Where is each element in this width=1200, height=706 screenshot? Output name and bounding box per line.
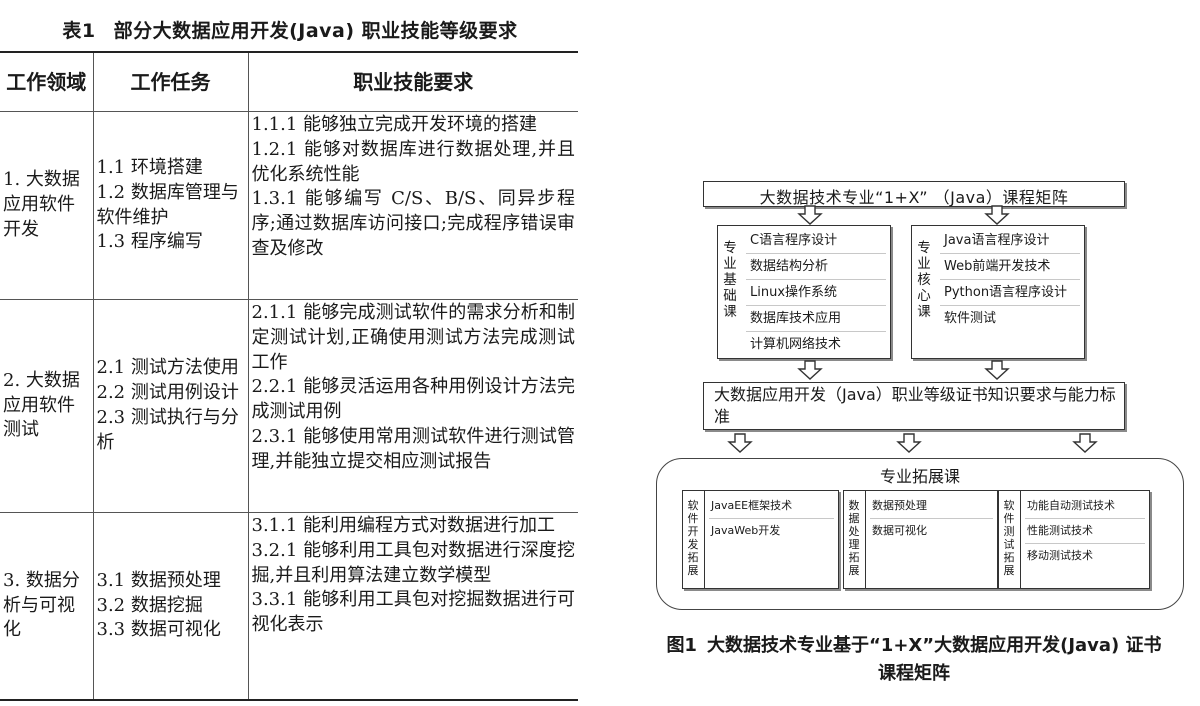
task-item: 1.1 环境搭建 bbox=[96, 156, 203, 178]
task-item: 1.2 数据库管理与软件维护 bbox=[96, 181, 239, 228]
certificate-standard-box: 大数据应用开发（Java）职业等级证书知识要求与能力标准 bbox=[703, 382, 1125, 430]
skill-item: 2.1.1 能够完成测试软件的需求分析和制定测试计划,正确使用测试方法完成测试工… bbox=[251, 302, 576, 373]
down-arrow-icon bbox=[797, 205, 823, 225]
down-arrow-icon bbox=[797, 360, 823, 380]
down-arrow-icon bbox=[984, 360, 1010, 380]
list-item: 移动测试技术 bbox=[1027, 549, 1093, 562]
domain-cell: 3. 数据分析与可视化 bbox=[0, 512, 93, 701]
task-item: 2.3 测试执行与分析 bbox=[96, 407, 239, 453]
list-item: 软件测试 bbox=[944, 311, 997, 326]
list-item: JavaWeb开发 bbox=[711, 524, 781, 537]
list-item: Linux操作系统 bbox=[746, 280, 886, 306]
header-tasks: 工作任务 bbox=[92, 51, 248, 112]
extension-course-list: 数据预处理 数据可视化 bbox=[870, 494, 993, 543]
extension-course-list: 功能自动测试技术 性能测试技术 移动测试技术 bbox=[1025, 494, 1145, 568]
task-item: 3.1 数据预处理 bbox=[96, 569, 221, 591]
table-row: 2. 大数据应用软件测试 2.1 测试方法使用 2.2 测试用例设计 2.3 测… bbox=[0, 299, 578, 513]
software-testing-extension: 软 件 测 试 拓 展 功能自动测试技术 性能测试技术 移动测试技术 bbox=[998, 490, 1150, 589]
core-courses-box: 专 业 核 心 课 Java语言程序设计 Web前端开发技术 Python语言程… bbox=[911, 225, 1085, 359]
skill-item: 3.3.1 能够利用工具包对挖掘数据进行可视化表示 bbox=[251, 589, 576, 636]
software-development-extension: 软 件 开 发 拓 展 JavaEE框架技术 JavaWeb开发 bbox=[682, 490, 839, 589]
list-item: 功能自动测试技术 bbox=[1025, 494, 1145, 519]
foundation-course-list: C语言程序设计 数据结构分析 Linux操作系统 数据库技术应用 计算机网络技术 bbox=[746, 228, 886, 357]
list-item: 性能测试技术 bbox=[1025, 519, 1145, 544]
table-number: 表1 bbox=[62, 20, 96, 42]
matrix-title-box: 大数据技术专业“1+X” （Java）课程矩阵 bbox=[703, 181, 1125, 207]
skill-item: 3.2.1 能够利用工具包对数据进行深度挖掘,并且利用算法建立数学模型 bbox=[251, 539, 576, 586]
foundation-label: 专 业 基 础 课 bbox=[723, 240, 737, 320]
header-skills: 职业技能要求 bbox=[247, 51, 578, 112]
table-row: 1. 大数据应用软件开发 1.1 环境搭建 1.2 数据库管理与软件维护 1.3… bbox=[0, 111, 578, 300]
skill-item: 2.2.1 能够灵活运用各种用例设计方法完成测试用例 bbox=[251, 376, 576, 423]
table-row: 3. 数据分析与可视化 3.1 数据预处理 3.2 数据挖掘 3.3 数据可视化… bbox=[0, 512, 578, 701]
list-item: JavaEE框架技术 bbox=[709, 494, 834, 519]
extension-courses-box: 专业拓展课 软 件 开 发 拓 展 JavaEE框架技术 JavaWeb开发 数… bbox=[656, 458, 1184, 610]
down-arrow-icon bbox=[984, 205, 1010, 225]
list-item: Python语言程序设计 bbox=[940, 280, 1080, 306]
skill-item: 1.1.1 能够独立完成开发环境的搭建 bbox=[251, 114, 538, 135]
foundation-courses-box: 专 业 基 础 课 C语言程序设计 数据结构分析 Linux操作系统 数据库技术… bbox=[717, 225, 891, 359]
skill-item: 1.2.1 能够对数据库进行数据处理,并且优化系统性能 bbox=[251, 138, 576, 185]
data-processing-extension: 数 据 处 理 拓 展 数据预处理 数据可视化 bbox=[843, 490, 998, 589]
extension-label: 软 件 开 发 拓 展 bbox=[687, 499, 699, 577]
extension-title: 专业拓展课 bbox=[879, 467, 960, 486]
table-caption: 表1 部分大数据应用开发(Java) 职业技能等级要求 bbox=[0, 16, 580, 43]
down-arrow-icon bbox=[896, 433, 922, 453]
header-domain: 工作领域 bbox=[0, 51, 93, 112]
down-arrow-icon bbox=[727, 433, 753, 453]
figure-title-line2: 课程矩阵 bbox=[878, 663, 950, 684]
list-item: 数据库技术应用 bbox=[746, 306, 886, 332]
figure-number: 图1 bbox=[666, 635, 697, 656]
figure-caption: 图1 大数据技术专业基于“1+X”大数据应用开发(Java) 证书 课程矩阵 bbox=[628, 632, 1200, 688]
task-item: 2.2 测试用例设计 bbox=[96, 382, 239, 404]
list-item: 数据可视化 bbox=[872, 524, 927, 537]
task-item: 3.2 数据挖掘 bbox=[96, 594, 203, 616]
domain-cell: 1. 大数据应用软件开发 bbox=[0, 111, 93, 300]
core-label: 专 业 核 心 课 bbox=[917, 240, 931, 320]
matrix-title: 大数据技术专业“1+X” （Java）课程矩阵 bbox=[759, 188, 1069, 207]
tasks-cell: 3.1 数据预处理 3.2 数据挖掘 3.3 数据可视化 bbox=[92, 512, 248, 701]
skill-item: 1.3.1 能够编写 C/S、B/S、同异步程序;通过数据库访问接口;完成程序错… bbox=[251, 188, 576, 259]
course-matrix-diagram: 大数据技术专业“1+X” （Java）课程矩阵 专 业 基 础 课 C语言程序设… bbox=[620, 150, 1200, 706]
skills-cell: 2.1.1 能够完成测试软件的需求分析和制定测试计划,正确使用测试方法完成测试工… bbox=[247, 299, 578, 513]
list-item: 计算机网络技术 bbox=[750, 337, 842, 352]
down-arrow-icon bbox=[1072, 433, 1098, 453]
task-item: 3.3 数据可视化 bbox=[96, 619, 221, 641]
list-item: 数据结构分析 bbox=[746, 254, 886, 280]
domain-cell: 2. 大数据应用软件测试 bbox=[0, 299, 93, 513]
task-item: 2.1 测试方法使用 bbox=[96, 357, 239, 379]
skills-cell: 1.1.1 能够独立完成开发环境的搭建 1.2.1 能够对数据库进行数据处理,并… bbox=[247, 111, 578, 300]
task-item: 1.3 程序编写 bbox=[96, 231, 203, 253]
list-item: C语言程序设计 bbox=[746, 228, 886, 254]
skill-item: 3.1.1 能利用编程方式对数据进行加工 bbox=[251, 515, 556, 536]
certificate-standard-text: 大数据应用开发（Java）职业等级证书知识要求与能力标准 bbox=[714, 385, 1116, 426]
list-item: Java语言程序设计 bbox=[940, 228, 1080, 254]
table-title: 部分大数据应用开发(Java) 职业技能等级要求 bbox=[113, 20, 518, 42]
figure-title-line1: 大数据技术专业基于“1+X”大数据应用开发(Java) 证书 bbox=[706, 635, 1162, 656]
skills-cell: 3.1.1 能利用编程方式对数据进行加工 3.2.1 能够利用工具包对数据进行深… bbox=[247, 512, 578, 701]
tasks-cell: 2.1 测试方法使用 2.2 测试用例设计 2.3 测试执行与分析 bbox=[92, 299, 248, 513]
extension-label: 数 据 处 理 拓 展 bbox=[848, 499, 860, 577]
extension-label: 软 件 测 试 拓 展 bbox=[1003, 499, 1015, 577]
extension-course-list: JavaEE框架技术 JavaWeb开发 bbox=[709, 494, 834, 543]
skills-table: 工作领域 工作任务 职业技能要求 1. 大数据应用软件开发 1.1 环境搭建 1… bbox=[0, 51, 578, 701]
table-header-row: 工作领域 工作任务 职业技能要求 bbox=[0, 51, 578, 112]
skill-item: 2.3.1 能够使用常用测试软件进行测试管理,并能独立提交相应测试报告 bbox=[251, 425, 576, 472]
core-course-list: Java语言程序设计 Web前端开发技术 Python语言程序设计 软件测试 bbox=[940, 228, 1080, 331]
list-item: 数据预处理 bbox=[870, 494, 993, 519]
list-item: Web前端开发技术 bbox=[940, 254, 1080, 280]
tasks-cell: 1.1 环境搭建 1.2 数据库管理与软件维护 1.3 程序编写 bbox=[92, 111, 248, 300]
